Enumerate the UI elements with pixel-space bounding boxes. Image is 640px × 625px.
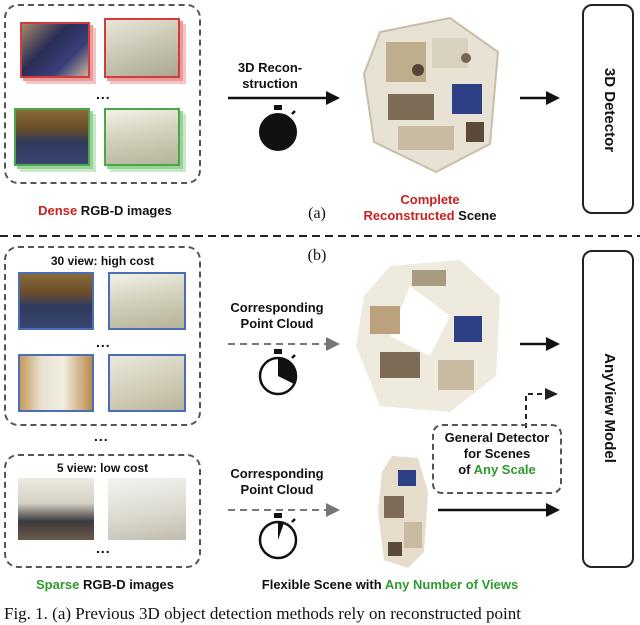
- dense-images-caption: Dense RGB-D images: [38, 203, 172, 218]
- general-detector-text: General Detector for Scenes of Any Scale: [444, 430, 550, 477]
- panel-a-label: (a): [308, 205, 326, 222]
- flexible-scene-caption: Flexible Scene with Any Number of Views: [261, 577, 519, 592]
- thumb-ellipsis-5view: ...: [96, 540, 111, 556]
- thumb-ellipsis-30view: ...: [96, 334, 111, 350]
- detector-arrow-a: [520, 91, 560, 105]
- point-cloud-label-bottom: Corresponding Point Cloud: [230, 466, 324, 497]
- point-cloud-arrow-bottom: [228, 503, 340, 517]
- general-detector-box: [432, 424, 562, 494]
- depth-thumb-5view-office: [108, 478, 186, 540]
- thumb-ellipsis-a: ...: [96, 86, 111, 102]
- stopwatch-small-icon: [258, 513, 298, 560]
- dense-view-title: 30 view: high cost: [50, 254, 155, 268]
- depth-thumb-30view-living: [108, 272, 186, 330]
- sparse-point-cloud-image: [374, 452, 434, 570]
- rgb-thumb-5view-office: [18, 478, 94, 540]
- depth-thumb-living: [104, 108, 180, 166]
- sparse-view-title: 5 view: low cost: [56, 461, 149, 475]
- model-arrow-top: [520, 337, 560, 351]
- complete-scene-caption: Complete Reconstructed Scene: [363, 192, 497, 223]
- rgb-thumb-bedroom: [20, 22, 90, 78]
- dense-point-cloud-image: [350, 256, 510, 416]
- rgb-thumb-30view-door: [18, 354, 94, 412]
- sparse-view-group: [4, 454, 201, 568]
- stopwatch-half-icon: [258, 349, 298, 396]
- reconstructed-scene-image: [358, 12, 504, 176]
- 3d-detector-box: [582, 4, 634, 214]
- general-detector-arrow: [525, 388, 558, 428]
- point-cloud-arrow-top: [228, 337, 340, 351]
- group-between-ellipsis: ...: [94, 428, 109, 444]
- rgb-thumb-30view-living: [18, 272, 94, 330]
- panel-divider: [0, 235, 640, 237]
- dense-view-group: [4, 246, 201, 426]
- reconstruction-arrow: [228, 91, 340, 105]
- rgb-thumb-living: [14, 108, 90, 166]
- panel-b-label: (b): [307, 247, 327, 264]
- anyview-model-box: [582, 250, 634, 568]
- sparse-images-caption: Sparse RGB-D images: [35, 577, 174, 592]
- figure-caption: Fig. 1. (a) Previous 3D object detection…: [4, 604, 521, 623]
- stopwatch-full-icon: [259, 105, 297, 151]
- depth-thumb-bedroom: [104, 18, 180, 78]
- 3d-detector-label: 3D Detector: [601, 67, 618, 153]
- anyview-model-label: AnyView Model: [601, 353, 618, 463]
- dense-images-group: [4, 4, 201, 184]
- reconstruction-label: 3D Recon- struction: [237, 60, 303, 91]
- depth-thumb-30view-door: [108, 354, 186, 412]
- point-cloud-label-top: Corresponding Point Cloud: [230, 300, 324, 331]
- model-arrow-bottom: [438, 503, 560, 517]
